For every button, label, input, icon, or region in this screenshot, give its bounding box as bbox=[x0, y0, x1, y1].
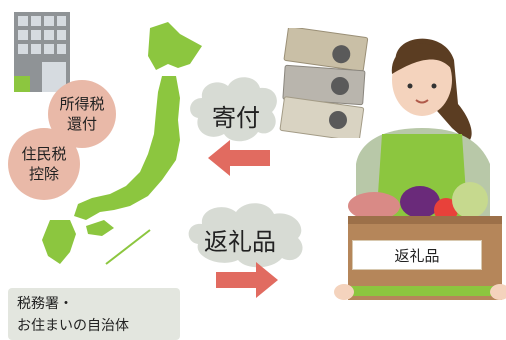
donation-label: 寄付 bbox=[212, 104, 260, 132]
tax-office-line1: 税務署・ bbox=[17, 296, 73, 312]
resident-tax-deduction-bubble: 住民税 控除 bbox=[8, 128, 80, 200]
return-gift-cloud-label: 返礼品 bbox=[204, 228, 276, 256]
japan-map-icon bbox=[42, 22, 202, 265]
tax-office-box: 税務署・ お住まいの自治体 bbox=[8, 288, 180, 340]
building-icon bbox=[14, 12, 70, 92]
resident-tax-deduction-label: 住民税 控除 bbox=[21, 145, 67, 183]
tax-office-line2: お住まいの自治体 bbox=[17, 318, 129, 334]
income-tax-refund-bubble: 所得税 還付 bbox=[48, 80, 116, 148]
return-gift-cloud bbox=[188, 203, 303, 268]
woman-illustration bbox=[334, 38, 506, 300]
return-gift-box-label: 返礼品 bbox=[352, 240, 482, 270]
left-arrow-icon bbox=[208, 140, 270, 176]
income-tax-refund-label: 所得税 還付 bbox=[59, 95, 105, 133]
donation-cloud bbox=[190, 77, 277, 142]
right-arrow-icon bbox=[216, 262, 278, 298]
money-icon bbox=[279, 28, 369, 138]
